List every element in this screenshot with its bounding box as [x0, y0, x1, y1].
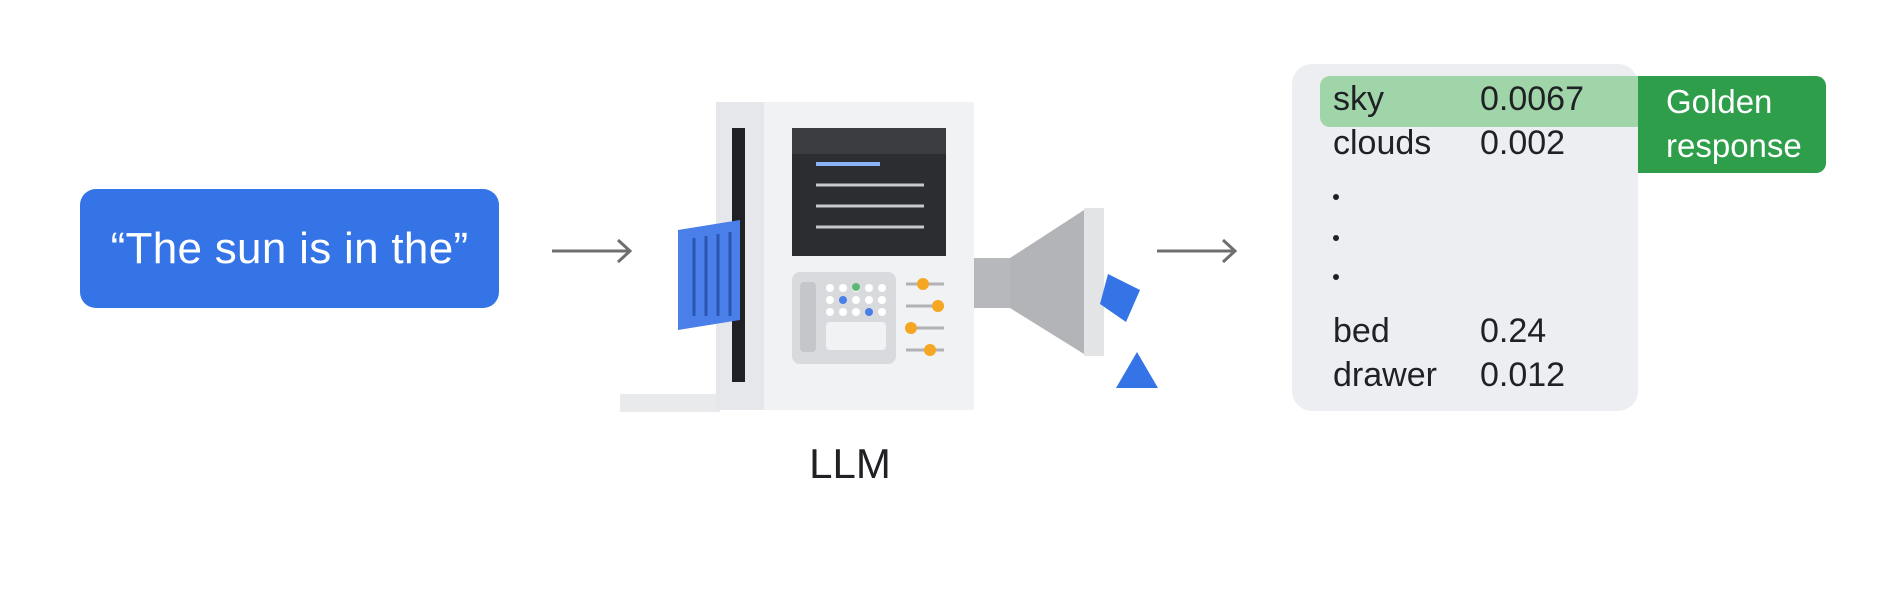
- ellipsis-dot: [1333, 274, 1339, 280]
- token-word: sky: [1333, 80, 1384, 118]
- output-triangle-icon: [1116, 352, 1158, 388]
- token-word: clouds: [1333, 124, 1432, 162]
- llm-machine-illustration: [620, 102, 1158, 412]
- ellipsis-dot: [1333, 235, 1339, 241]
- token-probability: 0.0067: [1480, 80, 1584, 118]
- token-probability: 0.002: [1480, 124, 1566, 162]
- top-choice-highlight: [1320, 76, 1638, 127]
- token-probability: 0.012: [1480, 356, 1566, 394]
- arrow-right-icon: [552, 238, 633, 264]
- arrow-right-icon: [1157, 238, 1238, 264]
- token-probability: 0.24: [1480, 312, 1547, 350]
- token-word: bed: [1333, 312, 1390, 350]
- golden-response-badge: Golden response: [1638, 76, 1826, 173]
- token-word: drawer: [1333, 356, 1437, 394]
- prompt-box: “The sun is in the”: [80, 189, 499, 308]
- ellipsis-dot: [1333, 194, 1339, 200]
- output-shape-icon: [1100, 274, 1140, 322]
- prompt-text: “The sun is in the”: [110, 223, 469, 273]
- golden-label-line1: Golden: [1666, 83, 1773, 120]
- golden-label-line2: response: [1666, 127, 1802, 164]
- llm-label: LLM: [809, 440, 891, 487]
